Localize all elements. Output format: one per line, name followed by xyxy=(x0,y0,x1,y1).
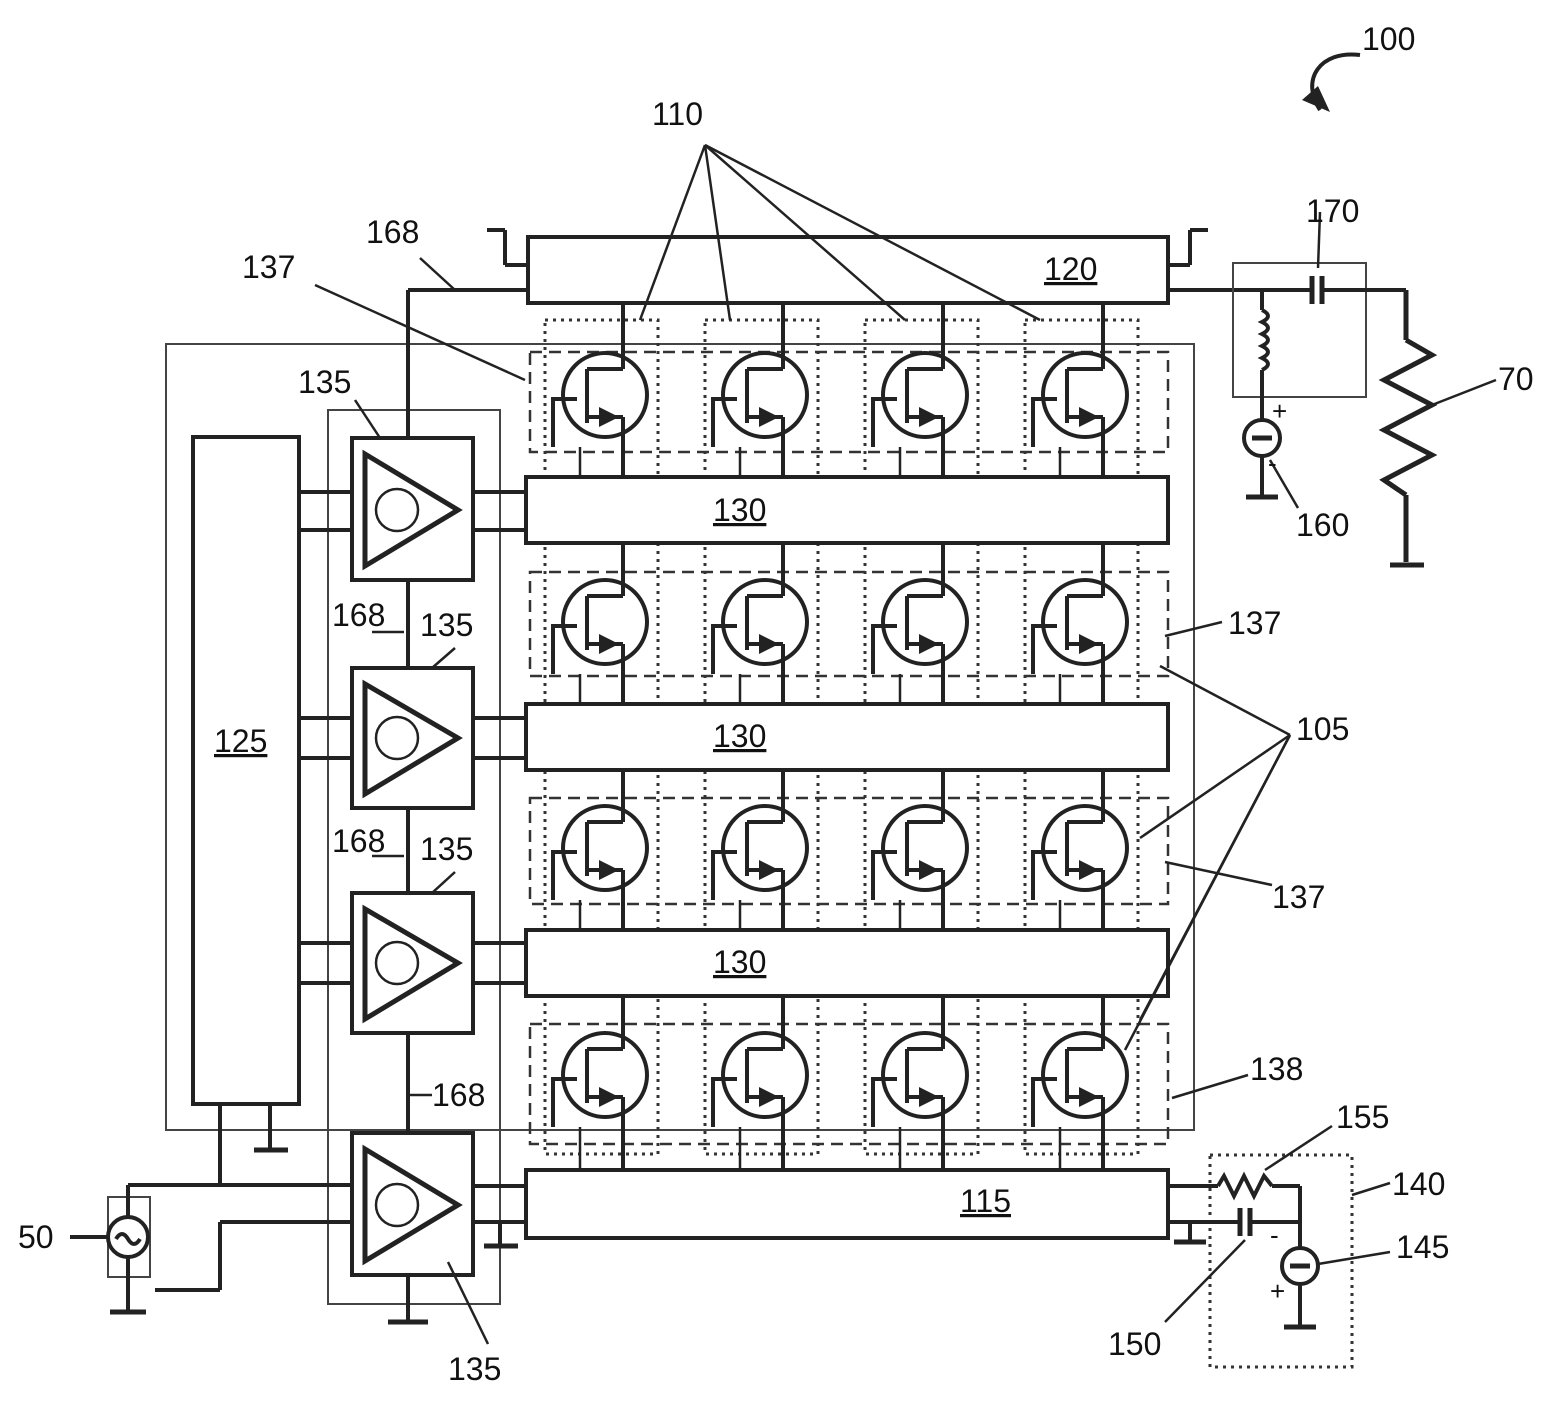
label-130-2: 130 xyxy=(713,718,766,754)
label-135-2: 135 xyxy=(420,607,473,643)
label-155: 155 xyxy=(1336,1099,1389,1135)
label-140: 140 xyxy=(1392,1166,1445,1202)
label-100: 100 xyxy=(1362,21,1415,57)
label-145: 145 xyxy=(1396,1229,1449,1265)
transistor xyxy=(713,543,807,704)
label-168-top: 168 xyxy=(366,214,419,250)
label-105: 105 xyxy=(1296,711,1349,747)
transistor xyxy=(1033,543,1127,704)
label-137-right-1: 137 xyxy=(1228,605,1281,641)
label-110: 110 xyxy=(652,96,703,132)
distributor-125 xyxy=(193,437,299,1104)
label-168-4: 168 xyxy=(432,1077,485,1113)
top-bus-assembly xyxy=(408,230,1300,438)
inductor xyxy=(1262,310,1268,370)
matching-box-170 xyxy=(1233,263,1366,397)
label-138: 138 xyxy=(1250,1051,1303,1087)
transistor xyxy=(873,543,967,704)
label-130-3: 130 xyxy=(713,944,766,980)
row-bus-130-1 xyxy=(526,477,1168,543)
label-137-top: 137 xyxy=(242,249,295,285)
label-135-top: 135 xyxy=(298,364,351,400)
label-168-3: 168 xyxy=(332,823,385,859)
row-bus-130-2 xyxy=(526,704,1168,770)
label-168-2: 168 xyxy=(332,597,385,633)
svg-text:-: - xyxy=(1270,1220,1279,1250)
svg-text:+: + xyxy=(1270,1276,1285,1306)
label-130-1: 130 xyxy=(713,492,766,528)
row-bus-130-3 xyxy=(526,930,1168,996)
transistor xyxy=(553,543,647,704)
bottom-bus-115 xyxy=(526,1170,1168,1238)
label-115: 115 xyxy=(960,1183,1011,1219)
transistor xyxy=(1033,770,1127,930)
label-170: 170 xyxy=(1306,193,1359,229)
label-160: 160 xyxy=(1296,507,1349,543)
transistor xyxy=(873,770,967,930)
label-135-bottom: 135 xyxy=(448,1351,501,1387)
bias-network-140 xyxy=(1168,1155,1352,1367)
rf-source-50 xyxy=(70,1185,352,1312)
label-125: 125 xyxy=(214,723,267,759)
transistor xyxy=(553,770,647,930)
svg-text:+: + xyxy=(1272,396,1287,426)
label-137-right-2: 137 xyxy=(1272,879,1325,915)
label-135-3: 135 xyxy=(420,831,473,867)
transistor xyxy=(713,770,807,930)
driver-chain xyxy=(299,438,526,1322)
resistor-155 xyxy=(1218,1176,1272,1196)
label-70: 70 xyxy=(1498,361,1534,397)
label-120: 120 xyxy=(1044,251,1097,287)
load-resistor-70 xyxy=(1384,340,1432,495)
label-150: 150 xyxy=(1108,1326,1161,1362)
label-50: 50 xyxy=(18,1219,54,1255)
polarity-marks: + - - + xyxy=(1268,396,1287,1306)
svg-text:-: - xyxy=(1268,448,1277,478)
